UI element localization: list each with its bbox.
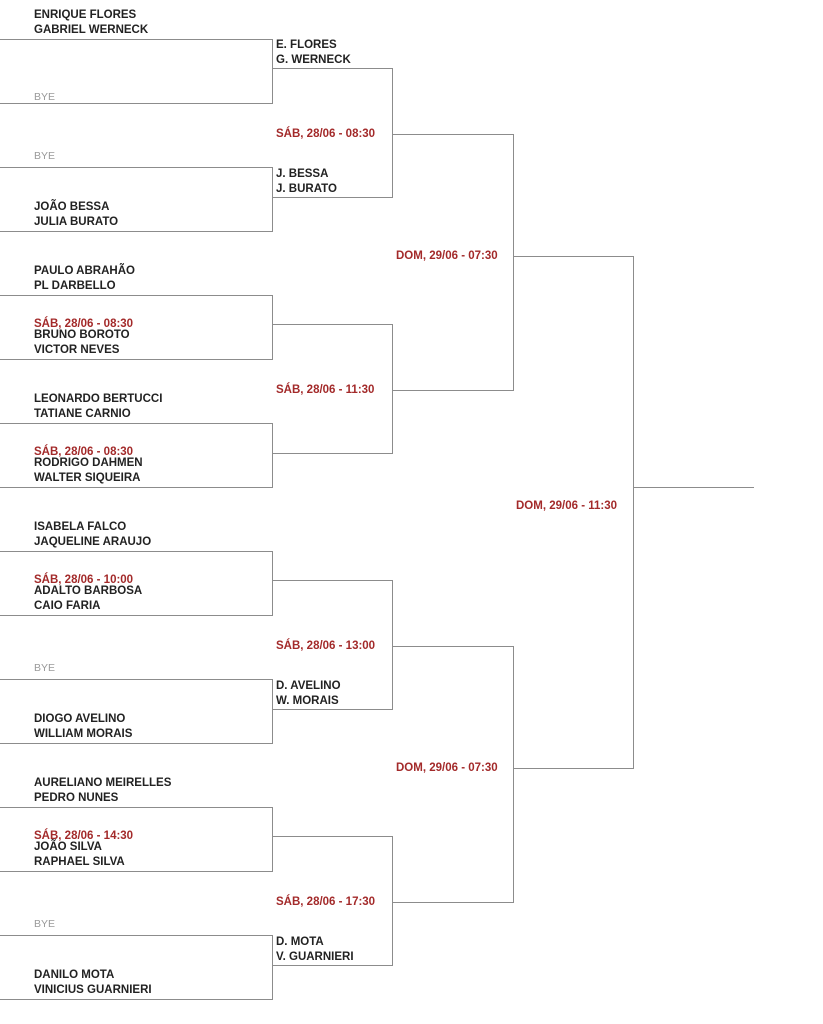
r4-match-1-time: DOM, 29/06 - 07:30 (396, 250, 498, 262)
r1-match-4-player-b2: WALTER SIQUEIRA (34, 472, 141, 484)
r1-match-5-time: SÁB, 28/06 - 10:00 (34, 574, 134, 586)
r2-match-3-connector (392, 580, 393, 710)
final-match-time: DOM, 29/06 - 11:30 (516, 500, 617, 512)
r1-match-3-connector (272, 295, 273, 360)
r1-match-7-top-line (0, 807, 272, 808)
r1-match-1-bottom-line (0, 103, 272, 104)
r1-match-1-bye-b: BYE (34, 91, 56, 103)
r1-match-2-player-b2: JULIA BURATO (34, 216, 119, 228)
r2-slot-4-line (272, 453, 392, 454)
r2-slot-8-winner-2: V. GUARNIERI (276, 951, 354, 963)
r1-match-3-time: SÁB, 28/06 - 08:30 (34, 318, 134, 330)
r3-slot-4-line (392, 902, 513, 903)
r1-match-5-player-a1: ISABELA FALCO (34, 521, 127, 533)
r2-match-1-connector (392, 68, 393, 198)
r1-match-7-player-a2: PEDRO NUNES (34, 792, 119, 804)
r2-slot-1-winner-1: E. FLORES (276, 39, 337, 51)
r3-match-1-connector (513, 134, 514, 391)
r1-match-6-top-line (0, 679, 272, 680)
r2-slot-6-winner-1: D. AVELINO (276, 680, 341, 692)
r3-match-1-time: SÁB, 28/06 - 08:30 (276, 128, 376, 140)
r1-match-6-connector (272, 679, 273, 744)
r1-match-1-player-a2: GABRIEL WERNECK (34, 24, 149, 36)
r1-match-7-time: SÁB, 28/06 - 14:30 (34, 830, 134, 842)
r1-match-8-bottom-line (0, 999, 272, 1000)
r2-match-2-connector (392, 324, 393, 454)
final-connector (633, 256, 634, 769)
r1-match-8-connector (272, 935, 273, 1000)
r1-match-7-bottom-line (0, 871, 272, 872)
r1-match-5-player-b2: CAIO FARIA (34, 600, 101, 612)
r1-match-5-player-b1: ADALTO BARBOSA (34, 585, 143, 597)
r2-slot-6-line (272, 709, 392, 710)
r1-match-5-player-a2: JAQUELINE ARAUJO (34, 536, 152, 548)
r1-match-3-player-a1: PAULO ABRAHÃO (34, 265, 135, 277)
r3-match-2-connector (513, 646, 514, 903)
r4-slot-2-line (513, 768, 633, 769)
r1-match-3-player-b1: BRUNO BOROTO (34, 329, 130, 341)
r1-match-4-top-line (0, 423, 272, 424)
r1-match-2-bye-a: BYE (34, 150, 56, 162)
r2-slot-5-line (272, 580, 392, 581)
r1-match-2-player-b1: JOÃO BESSA (34, 201, 110, 213)
r1-match-3-bottom-line (0, 359, 272, 360)
r1-match-8-bye-a: BYE (34, 918, 56, 930)
r2-slot-1-line (272, 68, 392, 69)
r3-slot-2-line (392, 390, 513, 391)
r4-match-2-time: DOM, 29/06 - 07:30 (396, 762, 498, 774)
r1-match-8-player-b2: VINICIUS GUARNIERI (34, 984, 152, 996)
r1-match-2-connector (272, 167, 273, 232)
r1-match-3-top-line (0, 295, 272, 296)
r1-match-4-bottom-line (0, 487, 272, 488)
r1-match-8-top-line (0, 935, 272, 936)
final-line (633, 487, 754, 488)
r1-match-5-top-line (0, 551, 272, 552)
r1-match-3-player-b2: VICTOR NEVES (34, 344, 120, 356)
r1-match-7-connector (272, 807, 273, 872)
r3-slot-3-line (392, 646, 513, 647)
r1-match-2-top-line (0, 167, 272, 168)
r3-match-4-time: SÁB, 28/06 - 17:30 (276, 896, 376, 908)
r1-match-7-player-b1: JOÃO SILVA (34, 841, 102, 853)
r2-slot-2-winner-1: J. BESSA (276, 168, 329, 180)
r1-match-4-time: SÁB, 28/06 - 08:30 (34, 446, 134, 458)
r2-slot-2-line (272, 197, 392, 198)
r1-match-4-player-a1: LEONARDO BERTUCCI (34, 393, 163, 405)
r1-match-7-player-a1: AURELIANO MEIRELLES (34, 777, 172, 789)
r1-match-6-player-b2: WILLIAM MORAIS (34, 728, 133, 740)
r2-slot-2-winner-2: J. BURATO (276, 183, 337, 195)
r1-match-6-bye-a: BYE (34, 662, 56, 674)
r3-match-3-time: SÁB, 28/06 - 13:00 (276, 640, 376, 652)
r1-match-7-player-b2: RAPHAEL SILVA (34, 856, 125, 868)
r3-slot-1-line (392, 134, 513, 135)
r1-match-6-player-b1: DIOGO AVELINO (34, 713, 126, 725)
r1-match-4-player-b1: RODRIGO DAHMEN (34, 457, 143, 469)
r1-match-5-bottom-line (0, 615, 272, 616)
r1-match-3-player-a2: PL DARBELLO (34, 280, 116, 292)
r2-slot-7-line (272, 836, 392, 837)
r1-match-4-connector (272, 423, 273, 488)
r1-match-6-bottom-line (0, 743, 272, 744)
r1-match-5-connector (272, 551, 273, 616)
r1-match-8-player-b1: DANILO MOTA (34, 969, 115, 981)
r2-match-4-connector (392, 836, 393, 966)
r2-slot-3-line (272, 324, 392, 325)
r4-slot-1-line (513, 256, 633, 257)
r3-match-2-time: SÁB, 28/06 - 11:30 (276, 384, 375, 396)
r1-match-2-bottom-line (0, 231, 272, 232)
r1-match-1-player-a1: ENRIQUE FLORES (34, 9, 137, 21)
r1-match-1-connector (272, 39, 273, 104)
r1-match-4-player-a2: TATIANE CARNIO (34, 408, 131, 420)
r1-match-1-top-line (0, 39, 272, 40)
r2-slot-8-line (272, 965, 392, 966)
r2-slot-1-winner-2: G. WERNECK (276, 54, 351, 66)
r2-slot-6-winner-2: W. MORAIS (276, 695, 339, 707)
r2-slot-8-winner-1: D. MOTA (276, 936, 324, 948)
